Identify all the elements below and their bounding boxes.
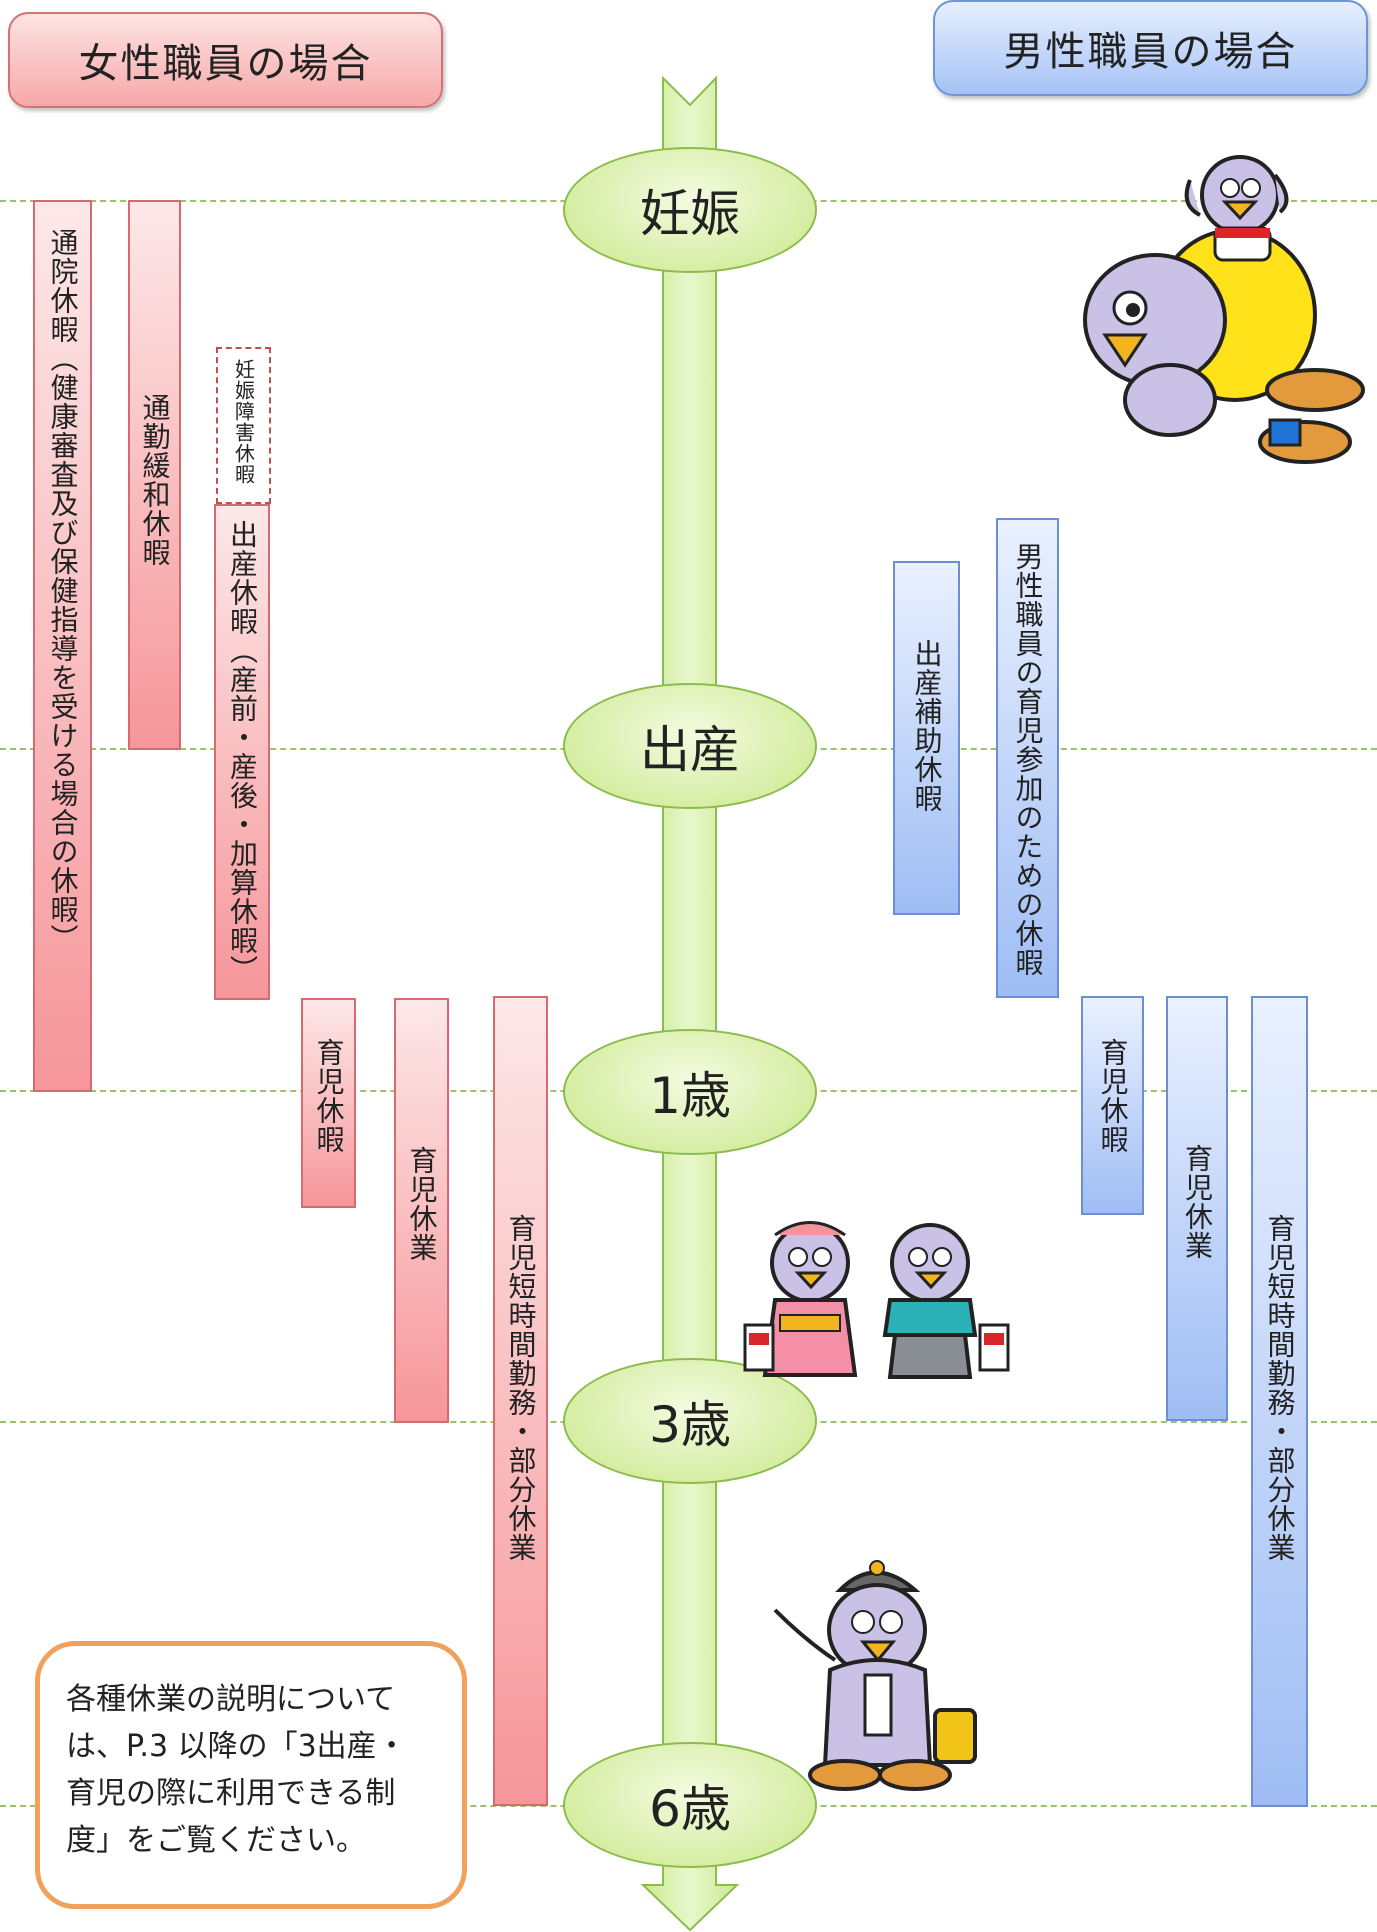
male-leave-childcare-leave: 育児休業 — [1166, 996, 1228, 1421]
female-leave-short-hours: 育児短時間勤務・部分休業 — [493, 996, 548, 1806]
stage-birth: 出産 — [563, 683, 817, 809]
female-leave-commute-relief: 通勤緩和休暇 — [128, 200, 181, 750]
female-leave-maternity: 出産休暇（産前・産後・加算休暇） — [214, 504, 270, 1000]
leave-label: 出産補助休暇 — [910, 639, 944, 813]
stage-age-1: 1歳 — [563, 1029, 817, 1155]
leave-label: 男性職員の育児参加のための休暇 — [1011, 542, 1045, 977]
leave-label: 育児休業 — [1181, 1144, 1214, 1260]
female-leave-childcare-leave: 育児休業 — [394, 998, 449, 1423]
leave-label: 妊娠障害休暇 — [231, 359, 256, 485]
leave-label: 育児休暇 — [312, 1038, 346, 1154]
note-line: 度」をご覧ください。 — [66, 1823, 366, 1858]
leave-label: 通院休暇（健康審査及び保健指導を受ける場合の休暇） — [46, 228, 80, 953]
stage-age-6: 6歳 — [563, 1742, 817, 1868]
note-line: 育児の際に利用できる制 — [66, 1776, 396, 1811]
female-staff-header: 女性職員の場合 — [8, 12, 443, 108]
male-leave-childcare-holiday: 育児休暇 — [1081, 996, 1144, 1215]
stage-age-3: 3歳 — [563, 1358, 817, 1484]
leave-label: 育児短時間勤務・部分休業 — [1263, 1214, 1297, 1562]
female-leave-hospital-visit: 通院休暇（健康審査及び保健指導を受ける場合の休暇） — [33, 200, 92, 1092]
male-leave-childcare-participation: 男性職員の育児参加のための休暇 — [996, 518, 1059, 998]
stage-pregnancy: 妊娠 — [563, 147, 817, 273]
leave-label: 育児休業 — [405, 1146, 439, 1262]
leave-label: 出産休暇（産前・産後・加算休暇） — [226, 520, 259, 984]
female-leave-childcare-holiday: 育児休暇 — [301, 998, 356, 1208]
note-line: は、P.3 以降の「3出産・ — [66, 1729, 407, 1764]
male-staff-header: 男性職員の場合 — [933, 0, 1368, 96]
male-leave-short-hours: 育児短時間勤務・部分休業 — [1251, 996, 1308, 1807]
mascot-couple-kimono-icon — [743, 1221, 1010, 1379]
male-leave-birth-assist: 出産補助休暇 — [893, 561, 960, 915]
leave-label: 育児休暇 — [1096, 1038, 1130, 1154]
note-line: 各種休業の説明について — [66, 1682, 396, 1717]
leave-label: 通勤緩和休暇 — [138, 393, 172, 567]
explanation-note: 各種休業の説明について は、P.3 以降の「3出産・ 育児の際に利用できる制 度… — [35, 1641, 467, 1909]
mascot-student-bird-icon — [773, 1560, 977, 1791]
leave-label: 育児短時間勤務・部分休業 — [504, 1214, 538, 1562]
mascot-bird-with-chick-icon — [1083, 155, 1365, 464]
female-leave-pregnancy-disorder: 妊娠障害休暇 — [216, 347, 271, 504]
